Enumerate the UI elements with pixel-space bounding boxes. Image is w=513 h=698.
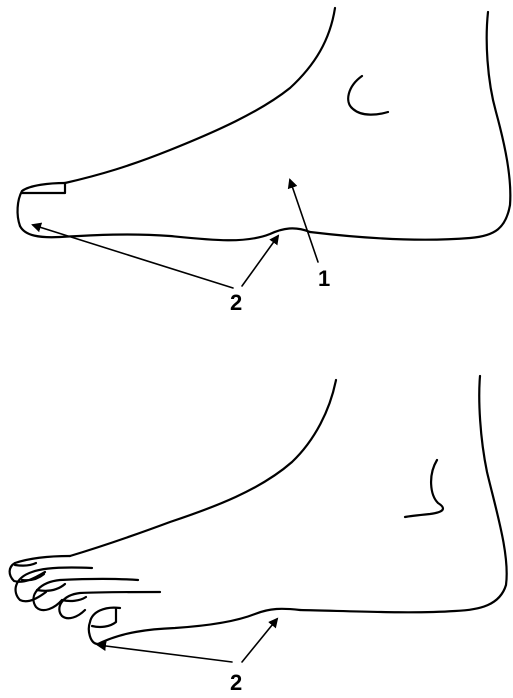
- bottom-foot-toenail-big: [92, 608, 116, 627]
- bottom-foot-toe-2: [59, 592, 160, 618]
- top-arrow-2-ball: [242, 236, 278, 286]
- bottom-foot-heel-outline: [300, 376, 507, 612]
- top-foot-toe-outline: [18, 183, 65, 226]
- bottom-label-2: 2: [230, 670, 242, 695]
- top-foot-heel-outline: [310, 12, 510, 240]
- bottom-foot: 2: [10, 376, 507, 695]
- bottom-foot-toe-3: [33, 579, 138, 610]
- top-arrow-1-instep: [290, 180, 318, 262]
- top-foot-sole-outline: [20, 226, 310, 240]
- bottom-foot-dorsum-outline: [70, 380, 336, 556]
- top-foot: 1 2: [18, 8, 511, 315]
- top-label-1: 1: [318, 266, 330, 291]
- bottom-foot-toe-4: [16, 567, 92, 601]
- top-foot-dorsum-outline: [65, 8, 335, 183]
- bottom-foot-sole-outline: [98, 609, 300, 644]
- top-label-2: 2: [230, 290, 242, 315]
- bottom-foot-toenail-small: [15, 563, 36, 566]
- bottom-foot-ankle-bone: [405, 460, 443, 517]
- top-foot-ankle-bone: [348, 76, 388, 115]
- bottom-arrow-2-toe: [98, 645, 232, 662]
- bottom-arrow-2-ball: [242, 619, 277, 662]
